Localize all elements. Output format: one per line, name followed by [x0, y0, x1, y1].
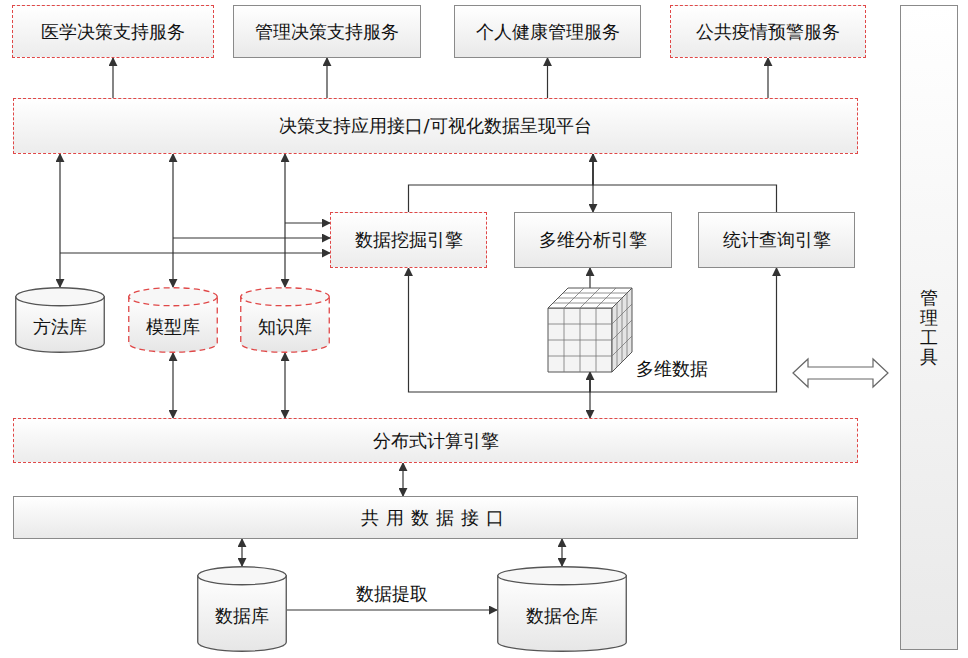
cube-grid: [563, 293, 627, 294]
library-cylinder: 知识库: [240, 287, 330, 353]
cube-grid: [596, 308, 597, 372]
service-box: 公共疫情预警服务: [670, 5, 866, 58]
engine-band: 分布式计算引擎: [13, 418, 858, 463]
cube-grid: [627, 293, 628, 357]
data-cube: 多维数据: [548, 288, 713, 388]
cube-grid: [596, 288, 616, 308]
cylinder-top: [16, 288, 105, 306]
service-box: 管理决策支持服务: [233, 5, 421, 58]
cylinder-top: [198, 567, 287, 585]
tool-bar: 管理工具: [900, 5, 958, 650]
node-label: 方法库: [33, 316, 87, 338]
node-label: 公共疫情预警服务: [696, 21, 840, 43]
connector: [173, 237, 330, 238]
cube-face: [548, 308, 612, 372]
connector: [59, 154, 60, 287]
connector: [409, 154, 594, 212]
node-label: 多维数据: [636, 358, 708, 380]
node-label: 分布式计算引擎: [373, 430, 499, 452]
connector: [112, 58, 113, 98]
connector: [589, 372, 590, 418]
engine-box: 统计查询引擎: [698, 212, 855, 268]
connector: [589, 268, 590, 288]
node-label: 数据挖掘引擎: [355, 229, 463, 251]
double-hollow-arrow: [793, 359, 888, 387]
node-label: 数据库: [215, 605, 269, 627]
service-box: 个人健康管理服务: [454, 5, 641, 58]
node-label: 管理决策支持服务: [255, 21, 399, 43]
node-label: 统计查询引擎: [723, 229, 831, 251]
connector: [590, 268, 777, 392]
connector: [767, 58, 768, 98]
connector: [241, 539, 242, 566]
cube-grid: [612, 336, 632, 356]
engine-box: 数据挖掘引擎: [330, 212, 487, 268]
connector: [172, 154, 173, 287]
node-label: 共用数据接口: [361, 507, 511, 529]
connector: [285, 222, 330, 223]
service-box: 医学决策支持服务: [12, 5, 214, 58]
connector: [60, 252, 330, 253]
connector: [284, 353, 285, 418]
node-label: 决策支持应用接口/可视化数据呈现平台: [279, 115, 591, 137]
cylinder-body: [198, 575, 287, 651]
cylinder-body: [498, 575, 627, 651]
connector: [593, 154, 777, 212]
connector: [172, 353, 173, 418]
cube-grid: [548, 356, 612, 357]
cube-illustration: [548, 288, 634, 374]
node-label: 医学决策支持服务: [41, 21, 185, 43]
edge-label: 数据提取: [354, 583, 430, 605]
connector: [561, 539, 562, 566]
connector: [547, 58, 548, 98]
interface-band: 共用数据接口: [13, 496, 858, 539]
engine-box: 多维分析引擎: [514, 212, 672, 268]
node-label: 模型库: [146, 316, 200, 338]
warehouse-cylinder: 数据仓库: [497, 566, 627, 652]
cube-face: [612, 288, 632, 372]
library-cylinder: 方法库: [15, 287, 105, 353]
connector: [287, 609, 497, 610]
connector: [402, 463, 403, 496]
node-label: 知识库: [258, 316, 312, 338]
cylinder-top: [241, 288, 330, 306]
cylinder-top: [498, 567, 627, 585]
cube-grid: [558, 298, 622, 299]
library-cylinder: 模型库: [128, 287, 218, 353]
cube-grid: [612, 320, 632, 340]
platform-band: 决策支持应用接口/可视化数据呈现平台: [13, 98, 858, 154]
connector: [284, 154, 285, 287]
node-label: 多维分析引擎: [539, 229, 647, 251]
connector: [326, 58, 327, 98]
node-label: 个人健康管理服务: [476, 21, 620, 43]
cylinder-top: [129, 288, 218, 306]
database-cylinder: 数据库: [197, 566, 287, 652]
node-label: 数据仓库: [526, 605, 598, 627]
cube-grid: [548, 340, 612, 341]
node-label: 管理工具: [920, 288, 938, 367]
